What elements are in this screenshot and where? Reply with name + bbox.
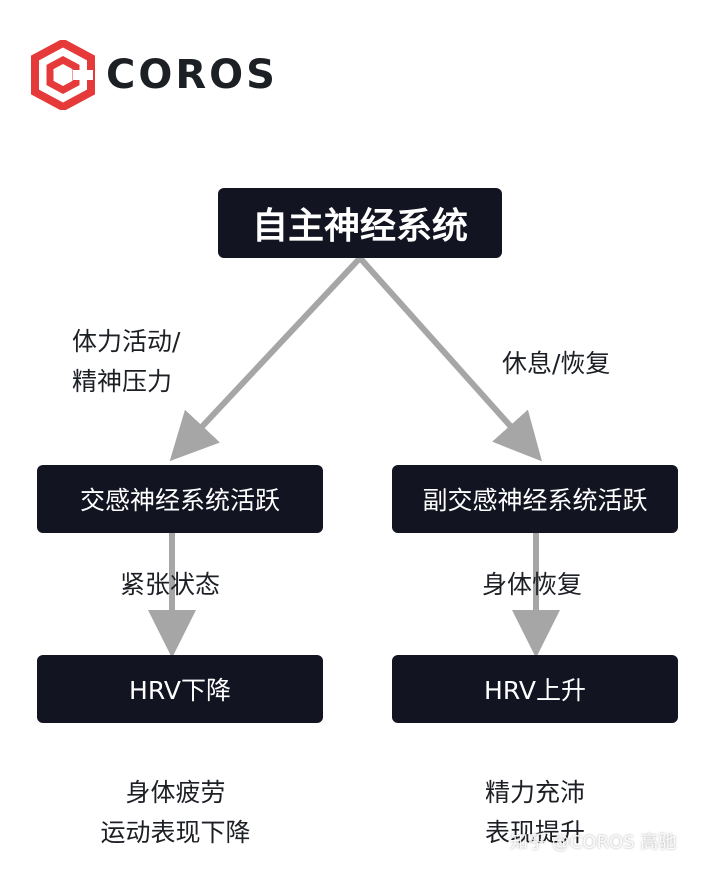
edge-label-left: 体力活动/ 精神压力 — [72, 322, 180, 402]
edge-label-left-line-2: 精神压力 — [72, 367, 173, 396]
edge-label-left-line-1: 体力活动/ — [72, 327, 181, 356]
coros-hexagon-icon — [31, 40, 95, 110]
arrow-root-to-parasympathetic — [357, 255, 543, 462]
result-left-line-1: 身体疲劳 — [125, 778, 226, 807]
result-left-line-2: 运动表现下降 — [100, 818, 251, 847]
result-right-line-2: 表现提升 — [484, 818, 585, 847]
coros-logo: COROS — [30, 40, 320, 110]
hrv-up-node: HRV上升 — [392, 655, 678, 723]
edge-label-right: 休息/恢复 — [502, 349, 611, 378]
result-left: 身体疲劳 运动表现下降 — [88, 773, 263, 853]
state-label-left: 紧张状态 — [120, 570, 221, 599]
parasympathetic-node: 副交感神经系统活跃 — [392, 465, 678, 533]
hrv-down-node: HRV下降 — [37, 655, 323, 723]
result-right-line-1: 精力充沛 — [484, 778, 585, 807]
result-right: 精力充沛 表现提升 — [470, 773, 600, 853]
arrow-root-to-sympathetic — [169, 255, 363, 462]
watermark: 知乎 @COROS 高驰 — [510, 832, 677, 853]
sympathetic-node: 交感神经系统活跃 — [37, 465, 323, 533]
state-label-right: 身体恢复 — [482, 570, 583, 599]
root-node: 自主神经系统 — [218, 188, 502, 258]
logo-wordmark: COROS — [106, 52, 278, 98]
